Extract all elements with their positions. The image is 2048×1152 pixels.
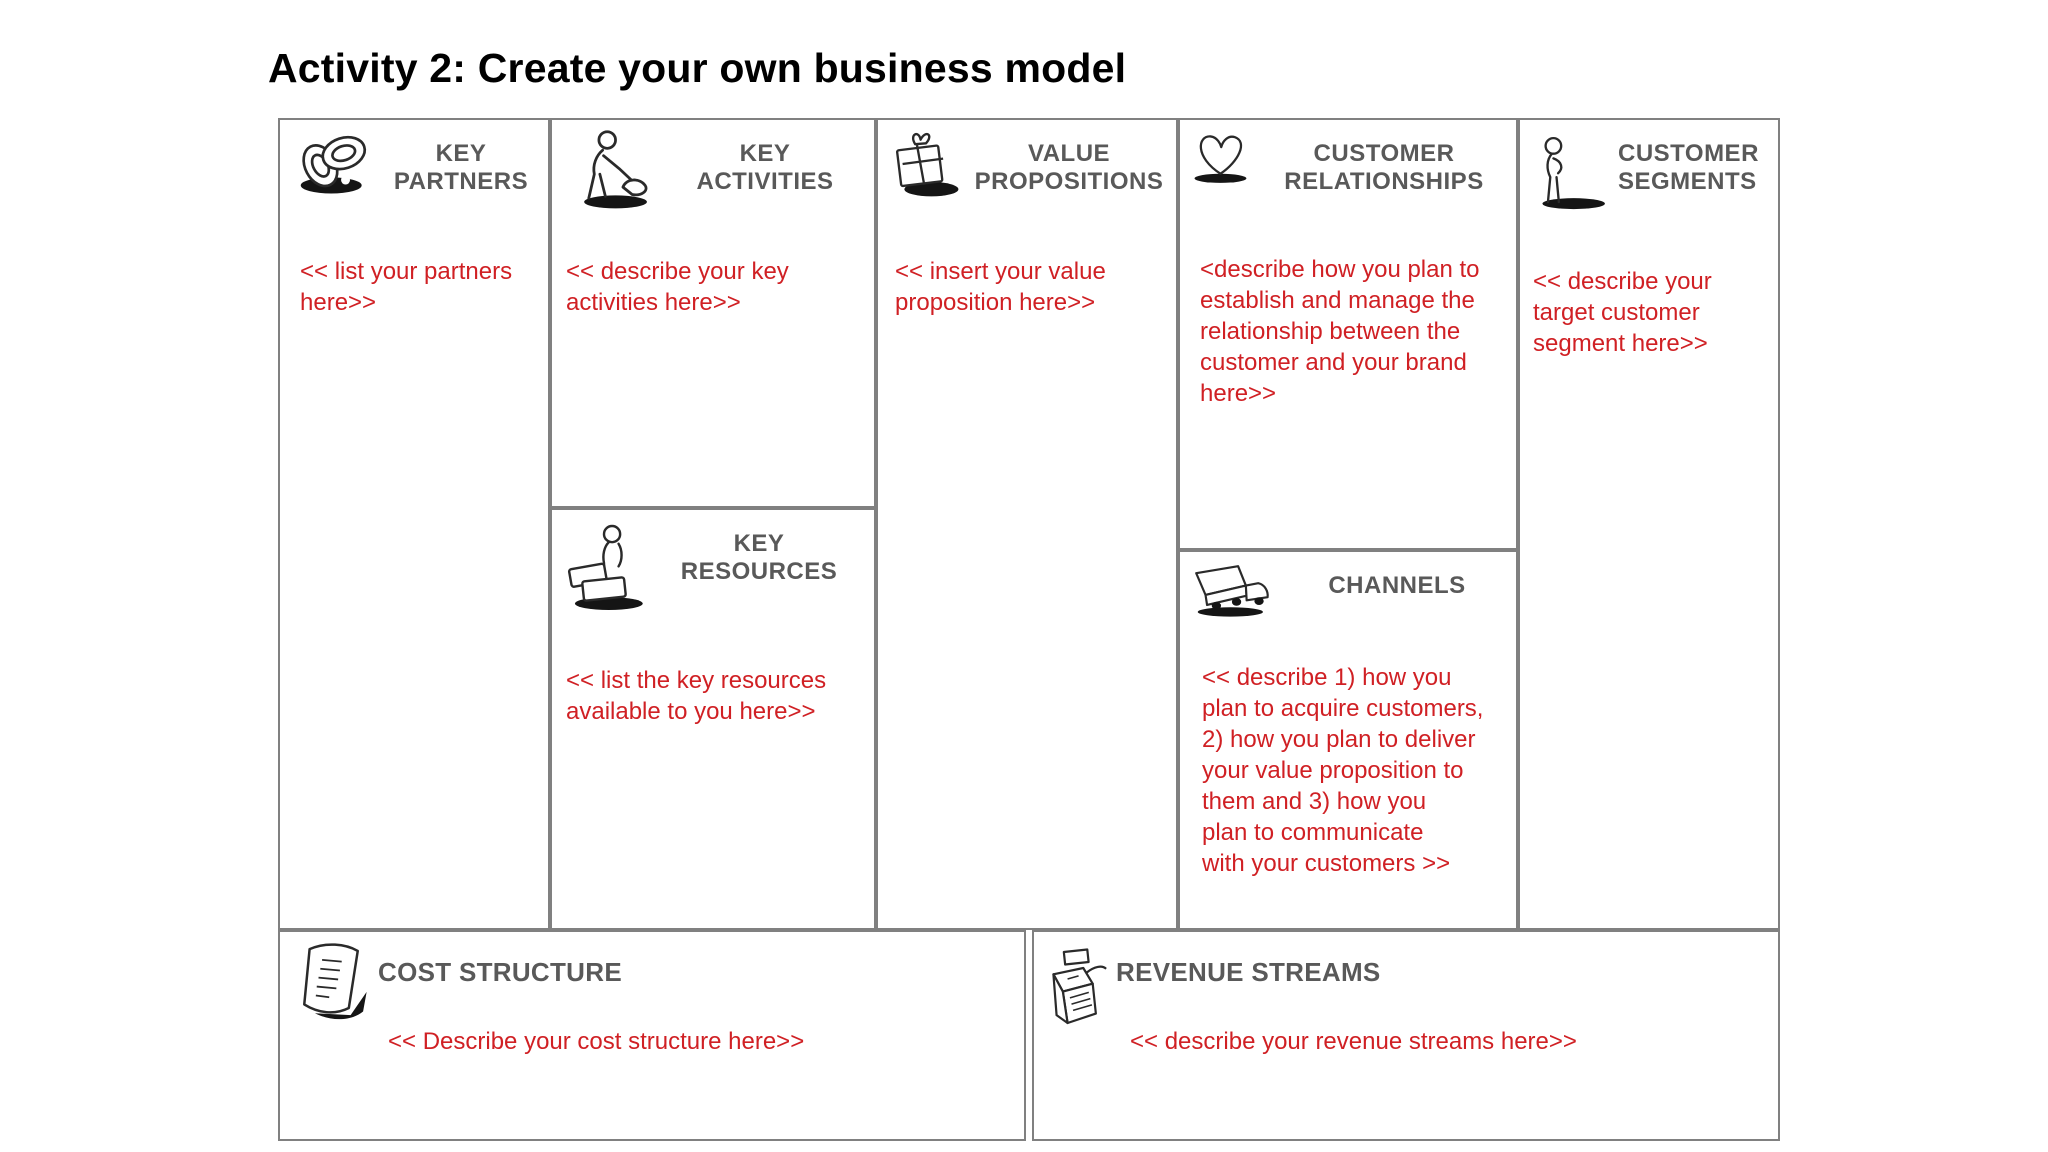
channels-placeholder-text: << describe 1) how you plan to acquire c… xyxy=(1202,664,1484,877)
page-title: Activity 2: Create your own business mod… xyxy=(268,45,1127,92)
section-header: COST STRUCTURE xyxy=(280,932,1024,1026)
section-key-partners: KEY PARTNERS << list your partners here>… xyxy=(278,118,550,930)
section-header: CUSTOMER RELATIONSHIPS xyxy=(1180,120,1516,196)
section-header: REVENUE STREAMS xyxy=(1034,932,1778,1040)
section-title: CUSTOMER SEGMENTS xyxy=(1618,140,1759,195)
key-activities-placeholder-text: << describe your key activities here>> xyxy=(566,258,789,316)
document-icon xyxy=(290,940,372,1026)
digging-person-icon xyxy=(562,128,658,213)
section-key-activities: KEY ACTIVITIES << describe your key acti… xyxy=(550,118,876,508)
section-header: VALUE PROPOSITIONS xyxy=(878,120,1176,200)
section-channels: CHANNELS << describe 1) how you plan to … xyxy=(1178,550,1518,930)
heart-icon xyxy=(1190,128,1254,186)
section-title: KEY RESOURCES xyxy=(680,530,838,585)
section-header: KEY ACTIVITIES xyxy=(552,120,874,213)
section-header: CUSTOMER SEGMENTS xyxy=(1520,120,1778,220)
section-customer-relationships: CUSTOMER RELATIONSHIPS <describe how you… xyxy=(1178,118,1518,550)
section-header: KEY PARTNERS xyxy=(280,120,548,198)
section-title: CHANNELS xyxy=(1328,572,1466,599)
key-partners-placeholder-text: << list your partners here>> xyxy=(300,258,513,316)
section-title: CUSTOMER RELATIONSHIPS xyxy=(1284,140,1484,195)
section-title: KEY PARTNERS xyxy=(393,140,529,195)
revenue-streams-placeholder-text: << describe your revenue streams here>> xyxy=(1130,1028,1577,1055)
section-key-resources: KEY RESOURCES << list the key resources … xyxy=(550,508,876,930)
truck-icon xyxy=(1190,560,1280,622)
worker-with-boxes-icon xyxy=(562,518,646,618)
standing-person-icon xyxy=(1530,128,1608,220)
cost-structure-placeholder-text: << Describe your cost structure here>> xyxy=(388,1028,805,1055)
section-customer-segments: CUSTOMER SEGMENTS << describe your targe… xyxy=(1518,118,1780,930)
customer-segments-placeholder-text: << describe your target customer segment… xyxy=(1533,268,1712,357)
section-title: KEY ACTIVITIES xyxy=(696,140,834,195)
section-header: CHANNELS xyxy=(1180,552,1516,622)
section-title: COST STRUCTURE xyxy=(378,957,622,987)
section-revenue-streams: REVENUE STREAMS << describe your revenue… xyxy=(1032,930,1780,1141)
section-title: VALUE PROPOSITIONS xyxy=(974,140,1164,195)
value-propositions-placeholder-text: << insert your value proposition here>> xyxy=(895,258,1106,316)
cash-register-icon xyxy=(1044,940,1110,1040)
key-resources-placeholder-text: << list the key resources available to y… xyxy=(566,667,827,725)
section-title: REVENUE STREAMS xyxy=(1116,957,1381,987)
section-value-propositions: VALUE PROPOSITIONS << insert your value … xyxy=(876,118,1178,930)
customer-relationships-placeholder-text: <describe how you plan to establish and … xyxy=(1200,256,1480,407)
chain-rings-icon xyxy=(290,128,376,198)
gift-box-icon xyxy=(888,128,964,200)
section-cost-structure: COST STRUCTURE << Describe your cost str… xyxy=(278,930,1026,1141)
section-header: KEY RESOURCES xyxy=(552,510,874,618)
